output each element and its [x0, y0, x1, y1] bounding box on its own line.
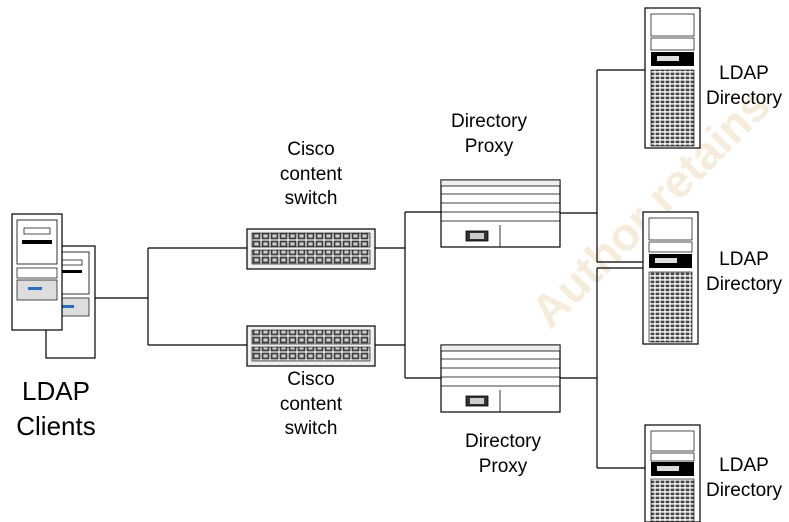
switch-1-label: Cisco content switch — [265, 138, 357, 212]
clients-label-line1: LDAP — [22, 376, 90, 406]
proxy-2-label: Directory Proxy — [447, 430, 559, 479]
directory-3-label-line2: Directory — [705, 479, 782, 501]
switch-2-label: Cisco content switch — [265, 368, 357, 442]
directory-1-label-line2: Directory — [705, 87, 782, 109]
switch-2-label-line2: content — [279, 393, 343, 415]
client-pc-front — [11, 213, 63, 331]
directory-2-label-line1: LDAP — [719, 249, 769, 270]
switch-1-label-line3: switch — [284, 188, 338, 210]
directory-2-label: LDAP Directory — [700, 248, 788, 297]
ldap-directory-server-1 — [644, 7, 701, 149]
directory-1-label: LDAP Directory — [700, 62, 788, 111]
switch-1-label-line2: content — [279, 163, 343, 185]
directory-proxy-1 — [440, 179, 561, 248]
cisco-switch-2 — [246, 325, 376, 367]
proxy-2-label-line2: Proxy — [478, 455, 528, 477]
ldap-directory-server-3 — [644, 424, 701, 522]
proxy-1-label-line1: Directory — [450, 111, 527, 132]
connection-lines — [95, 69, 645, 469]
directory-proxy-2 — [440, 344, 561, 413]
switch-2-label-line3: switch — [284, 418, 338, 440]
directory-3-label-line1: LDAP — [719, 455, 769, 476]
proxy-1-label: Directory Proxy — [433, 110, 545, 159]
proxy-2-label-line1: Directory — [464, 431, 541, 452]
directory-3-label: LDAP Directory — [700, 454, 788, 503]
proxy-1-label-line2: Proxy — [464, 135, 514, 157]
directory-2-label-line2: Directory — [705, 273, 782, 295]
clients-label-line2: Clients — [16, 411, 96, 442]
directory-1-label-line1: LDAP — [719, 63, 769, 84]
ldap-directory-server-2 — [642, 211, 699, 345]
switch-1-label-line1: Cisco — [287, 139, 335, 160]
clients-label: LDAP Clients — [2, 374, 110, 444]
cisco-switch-1 — [246, 228, 376, 270]
switch-2-label-line1: Cisco — [287, 369, 335, 390]
